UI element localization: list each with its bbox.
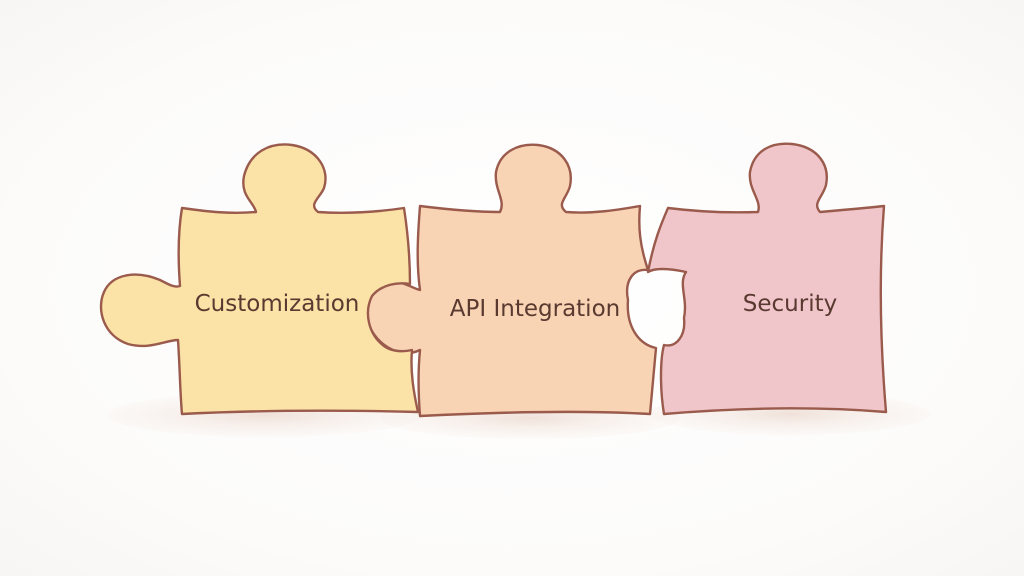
puzzle-piece-customization-label: Customization (195, 291, 360, 317)
puzzle-piece-security-shape (646, 142, 888, 416)
puzzle-piece-security: Security (646, 142, 888, 416)
puzzle-piece-customization-shape (99, 143, 420, 416)
puzzle-piece-api-integration: API Integration (364, 143, 658, 418)
puzzle-piece-api-integration-label: API Integration (450, 296, 620, 322)
puzzle-piece-security-label: Security (743, 291, 837, 317)
puzzle-piece-customization: Customization (99, 143, 420, 416)
